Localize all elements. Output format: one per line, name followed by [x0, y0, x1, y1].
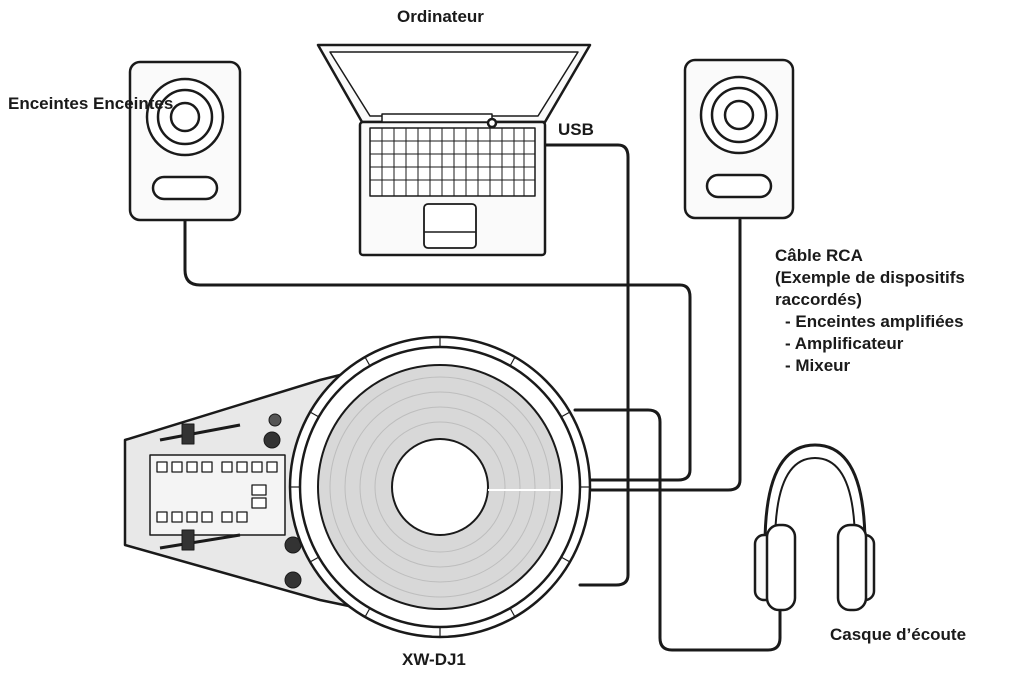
left-speaker-cable [183, 218, 692, 482]
usb-label: USB [558, 120, 594, 139]
dj-controller [123, 335, 592, 639]
rca-subtitle-line1: (Exemple de dispositifs [775, 268, 965, 287]
usb-cable [543, 143, 630, 587]
right-speaker [683, 58, 795, 220]
headphones-label: Casque d’écoute [830, 625, 967, 644]
rca-cable-note: Câble RCA (Exemple de dispositifs raccor… [775, 245, 965, 377]
device-label: XW-DJ1 [402, 650, 466, 669]
headphones [753, 443, 876, 612]
rca-title: Câble RCA [775, 246, 863, 265]
laptop [316, 43, 592, 257]
right-speaker-cable [583, 218, 742, 492]
speakers-label: Enceintes Enceintes [8, 94, 174, 113]
left-speaker [128, 60, 242, 222]
rca-subtitle-line2: raccordés) [775, 290, 862, 309]
rca-item-mixer: - Mixeur [785, 356, 851, 375]
rca-item-amplifier: - Amplificateur [785, 334, 904, 353]
headphones-cable [573, 408, 782, 652]
computer-label: Ordinateur [397, 7, 484, 26]
rca-item-amplified-speakers: - Enceintes amplifiées [785, 312, 964, 331]
